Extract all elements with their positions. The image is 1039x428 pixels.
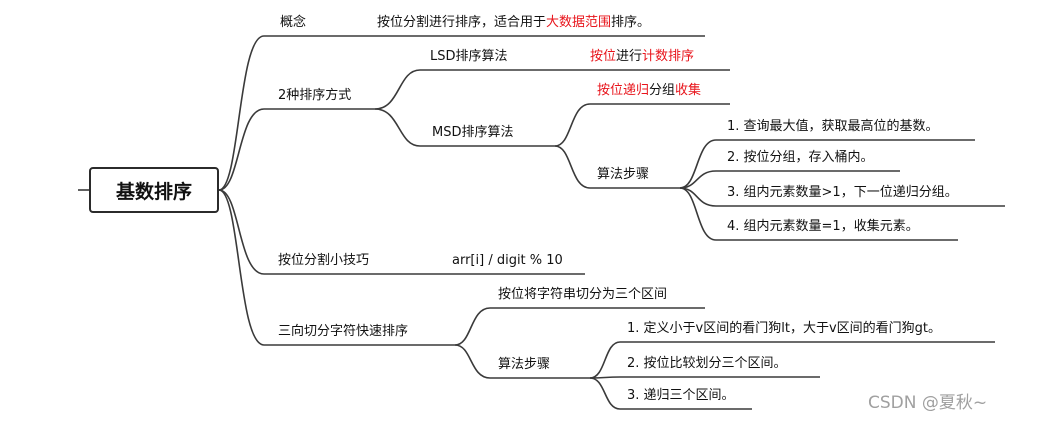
edge-tw-step2	[589, 376, 820, 379]
watermark: CSDN @夏秋~	[868, 393, 988, 413]
concept-title[interactable]: 概念	[280, 15, 307, 30]
concept-desc[interactable]: 按位分割进行排序，适合用于大数据范围排序。	[377, 15, 650, 31]
msd-steps-title[interactable]: 算法步骤	[597, 167, 650, 182]
msd-desc-red1: 按位递归	[597, 83, 650, 98]
msd-desc-red2: 收集	[675, 83, 702, 98]
edge-tw-step1	[589, 341, 995, 379]
three-way-step-3[interactable]: 3. 递归三个区间。	[627, 388, 735, 403]
msd-desc-mid: 分组	[649, 83, 676, 98]
lsd-desc[interactable]: 按位进行计数排序	[590, 49, 694, 65]
root-label: 基数排序	[115, 180, 192, 203]
edge-twoways-msd	[374, 108, 555, 147]
concept-desc-post: 排序。	[611, 15, 651, 30]
msd-step-4[interactable]: 4. 组内元素数量=1，收集元素。	[727, 219, 919, 234]
lsd-desc-red2: 计数排序	[642, 49, 695, 64]
edge-twoways-lsd	[374, 69, 555, 110]
three-way-title[interactable]: 三向切分字符快速排序	[278, 324, 409, 339]
three-way-desc[interactable]: 按位将字符串切分为三个区间	[498, 287, 668, 302]
edge-root-twoways	[218, 108, 375, 191]
msd-title[interactable]: MSD排序算法	[432, 125, 514, 140]
edge-msd-step1	[679, 139, 975, 189]
edge-msd-step2	[679, 170, 900, 189]
split-tip-title[interactable]: 按位分割小技巧	[278, 253, 370, 268]
concept-desc-pre: 按位分割进行排序，适合用于	[377, 15, 547, 30]
edge-root-threeway	[218, 189, 455, 346]
two-ways-title[interactable]: 2种排序方式	[278, 88, 352, 103]
lsd-desc-mid: 进行	[616, 49, 643, 64]
edge-msd-desc	[554, 103, 730, 147]
edge-threeway-desc	[454, 307, 705, 346]
lsd-desc-red1: 按位	[590, 49, 617, 64]
edge-tw-step3	[589, 377, 752, 410]
edge-msd-step4	[679, 187, 958, 241]
three-way-step-1[interactable]: 1. 定义小于v区间的看门狗lt，大于v区间的看门狗gt。	[627, 321, 941, 336]
edge-msd-steps	[554, 145, 680, 189]
msd-desc[interactable]: 按位递归分组收集	[597, 83, 701, 99]
root-node[interactable]: 基数排序	[89, 167, 219, 213]
edge-threeway-steps	[454, 344, 590, 379]
edge-root-concept	[218, 35, 375, 191]
three-way-step-2[interactable]: 2. 按位比较划分三个区间。	[627, 356, 787, 371]
msd-step-1[interactable]: 1. 查询最大值，获取最高位的基数。	[727, 119, 939, 134]
msd-step-3[interactable]: 3. 组内元素数量>1，下一位递归分组。	[727, 185, 958, 200]
split-tip-formula[interactable]: arr[i] / digit % 10	[452, 253, 563, 268]
concept-desc-highlight: 大数据范围	[546, 15, 612, 30]
edge-root-splittip	[218, 189, 375, 275]
three-way-steps-title[interactable]: 算法步骤	[498, 357, 551, 372]
lsd-title[interactable]: LSD排序算法	[430, 49, 508, 64]
msd-step-2[interactable]: 2. 按位分组，存入桶内。	[727, 150, 874, 165]
